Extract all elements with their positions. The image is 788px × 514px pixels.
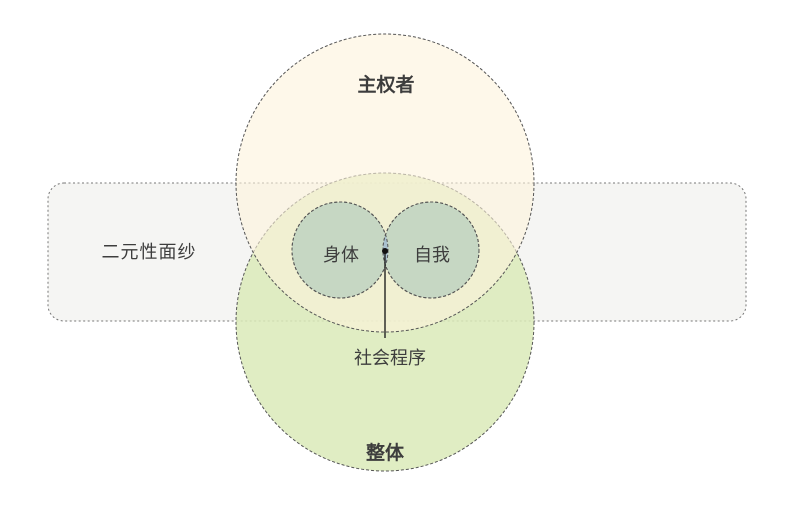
whole-label: 整体 xyxy=(366,441,405,464)
body-label: 身体 xyxy=(323,245,359,266)
sovereign-label: 主权者 xyxy=(357,73,414,96)
pointer-dot xyxy=(382,248,388,254)
veil-label: 二元性面纱 xyxy=(102,242,197,263)
social-program-label: 社会程序 xyxy=(354,348,426,369)
self-label: 自我 xyxy=(414,245,450,266)
